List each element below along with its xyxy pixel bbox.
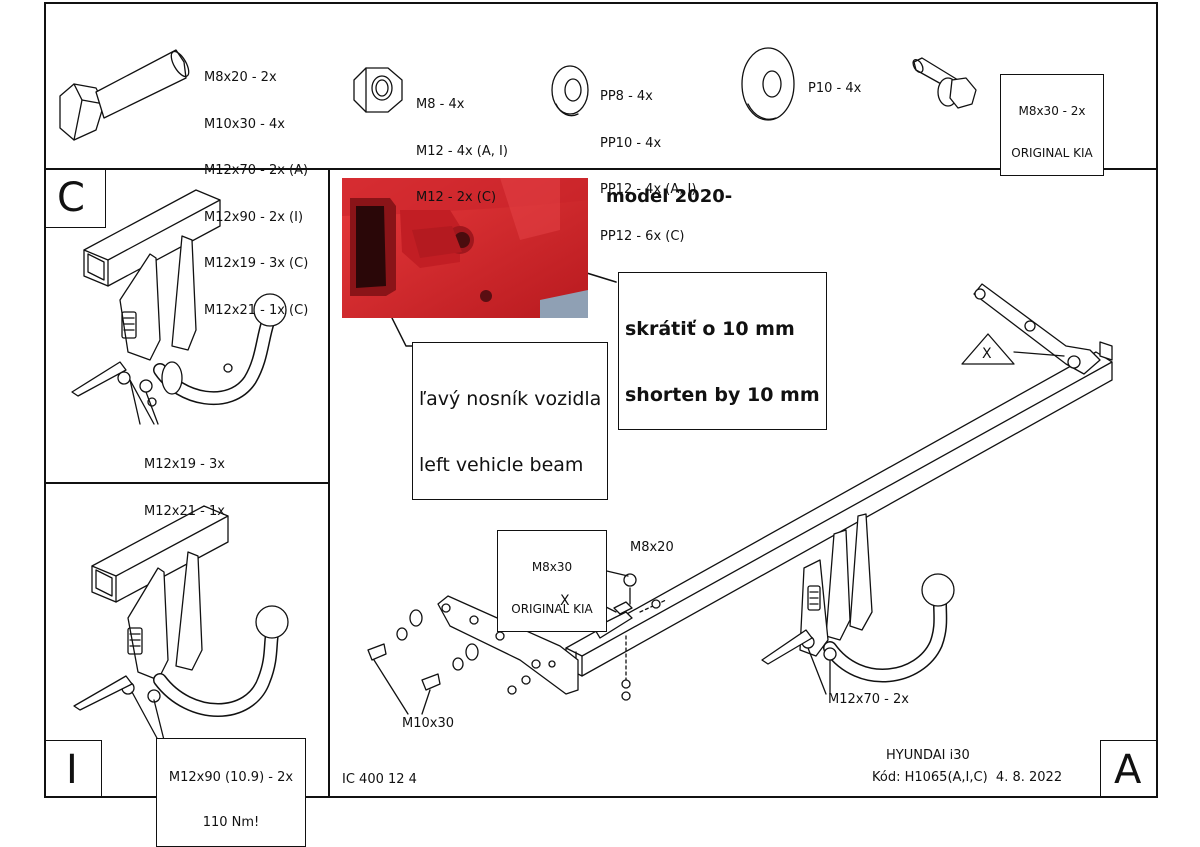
assembly-drawing <box>59 47 1113 741</box>
mark-x-right: X <box>982 346 992 362</box>
vehicle-beam-photo <box>342 178 588 318</box>
panel-a-frame <box>328 168 1158 798</box>
shorten-text-en: shorten by 10 mm <box>625 384 820 406</box>
large-washer-spec: P10 - 4x <box>808 81 862 96</box>
mark-x-left: X <box>560 593 570 609</box>
washer-spec-list: PP8 - 4x PP10 - 4x PP12 - 4x (A, I) PP12… <box>600 58 696 260</box>
washer-spec: PP8 - 4x <box>600 89 653 104</box>
vehicle-name: HYUNDAI i30 <box>886 748 970 763</box>
panel-c-letter-box <box>44 168 106 228</box>
panel-i-hitch-drawing <box>73 505 289 741</box>
panel-a-letter: A <box>1114 747 1142 793</box>
bolt-spec: M10x30 - 4x <box>204 116 285 132</box>
beam-text-sk: ľavý nosník vozidla <box>419 388 602 410</box>
beam-callout: ľavý nosník vozidla left vehicle beam <box>412 342 609 500</box>
shorten-callout: skrátiť o 10 mm shorten by 10 mm <box>618 272 827 430</box>
beam-text-en: left vehicle beam <box>419 454 584 476</box>
product-code: IC 400 12 4 <box>342 772 417 787</box>
panel-i-letter: I <box>66 747 78 793</box>
main-hitch-assembly-drawing <box>367 283 1113 715</box>
nut-spec: M8 - 4x <box>416 97 465 112</box>
washer-spec: PP10 - 4x <box>600 135 662 151</box>
m8x30-tag: M8x30 ORIGINAL KIA <box>497 530 607 632</box>
panel-c-bolt-spec: M12x19 - 3x <box>144 457 225 472</box>
panel-a-letter-box <box>1100 740 1158 798</box>
large-washer-icon <box>741 47 795 121</box>
bolt-spec: M12x21 - 1x (C) <box>204 302 309 318</box>
flange-bolt-icon <box>912 57 977 109</box>
bolt-spec: M12x90 - 2x (I) <box>204 209 304 225</box>
m10x30-label: M10x30 <box>402 716 454 731</box>
shorten-text-sk: skrátiť o 10 mm <box>625 318 795 340</box>
bolt-spec-list: M8x20 - 2x M10x30 - 4x M12x70 - 2x (A) M… <box>204 39 308 334</box>
model-year-label: model 2020- <box>606 186 733 207</box>
panel-i-letter-box <box>44 740 102 798</box>
bolt-spec: M8x20 - 2x <box>204 70 277 85</box>
panel-i-bolt-tag: M12x90 (10.9) - 2x 110 Nm! <box>156 738 306 847</box>
flange-bolt-spec: M8x30 - 2x <box>1018 104 1086 118</box>
bolt-spec: M12x19 - 3x (C) <box>204 256 309 271</box>
bolt-spec: M12x70 - 2x (A) <box>204 163 309 178</box>
flange-bolt-origin: ORIGINAL KIA <box>1011 146 1093 160</box>
kod-line: Kód: H1065(A,I,C) 4. 8. 2022 <box>872 770 1063 785</box>
panel-c-letter: C <box>57 175 85 221</box>
flange-bolt-spec-tag: M8x30 - 2x ORIGINAL KIA <box>1000 74 1104 176</box>
nut-spec-list: M8 - 4x M12 - 4x (A, I) M12 - 2x (C) <box>416 66 508 221</box>
m8x30-spec: M8x30 <box>531 560 573 574</box>
washer-spec: PP12 - 4x (A, I) <box>600 182 697 197</box>
m8x20-label: M8x20 <box>630 540 674 555</box>
m8x30-origin: ORIGINAL KIA <box>511 602 593 616</box>
panel-c-hitch-drawing <box>71 189 287 425</box>
nut-spec: M12 - 4x (A, I) <box>416 143 508 159</box>
m12x70-label: M12x70 - 2x <box>828 692 909 707</box>
nut-spec: M12 - 2x (C) <box>416 190 497 205</box>
mark-x-triangle-right <box>961 333 1015 365</box>
panel-i-bolt-spec: M12x90 (10.9) - 2x <box>168 770 294 785</box>
panel-c-bolt-list: M12x19 - 3x M12x21 - 1x <box>138 426 225 535</box>
panel-c-bolt-spec: M12x21 - 1x <box>144 503 225 519</box>
hex-bolt-icon <box>59 49 190 141</box>
hex-nut-icon <box>353 67 403 113</box>
washer-icon <box>551 65 589 117</box>
panel-i-torque: 110 Nm! <box>202 815 260 830</box>
washer-spec: PP12 - 6x (C) <box>600 228 685 244</box>
